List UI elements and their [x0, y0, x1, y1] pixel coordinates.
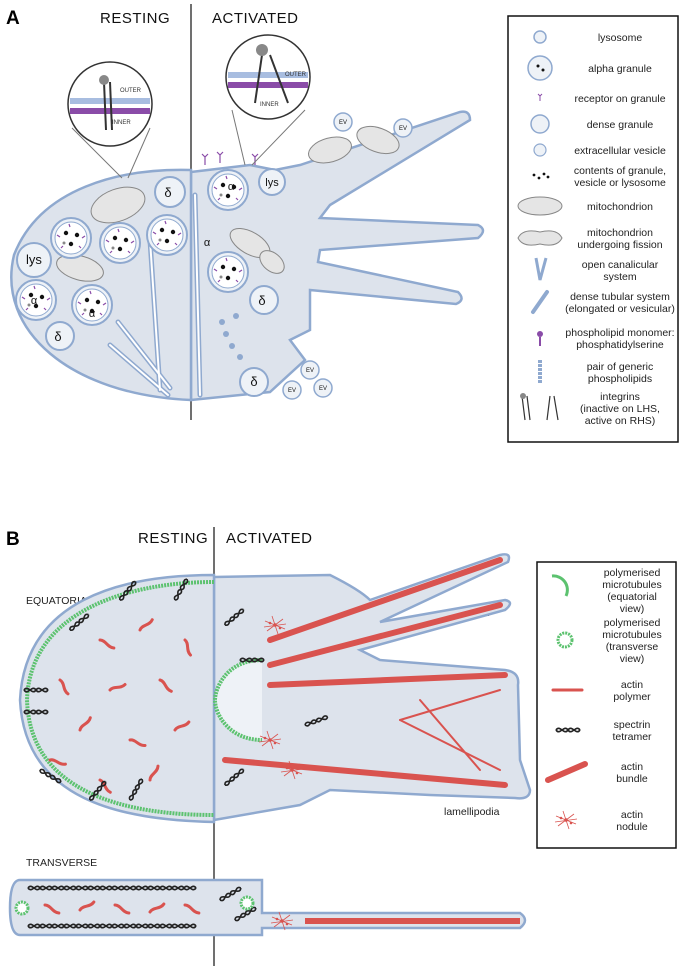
microtubule-cross-section	[14, 900, 30, 916]
ev-label: EV	[319, 386, 327, 392]
lysosome-a	[16, 242, 52, 278]
membrane-inset-activated	[225, 34, 311, 166]
legend-a-item: mitochondrion	[517, 196, 653, 216]
legend-a-text: alpha granule	[588, 63, 652, 75]
delta-label: δ	[164, 185, 171, 200]
granule-contents-icon	[532, 172, 550, 180]
legend-a-item: extracellular vesicle	[533, 143, 666, 157]
dense-granule-icon	[530, 114, 550, 134]
panel-a-activated-heading: ACTIVATED	[212, 10, 298, 27]
alpha-label: α	[89, 308, 96, 320]
microtubule-transverse-icon	[556, 631, 574, 649]
alpha-label: α	[228, 181, 235, 193]
inset-inner-label: INNER	[112, 120, 131, 126]
panel-b-activated-heading: ACTIVATED	[226, 530, 312, 547]
lamellipodia-label: lamellipodia	[444, 806, 500, 818]
receptor-icon	[537, 93, 543, 101]
surface-receptors	[201, 151, 259, 165]
lys-label: lys	[26, 252, 42, 267]
microtubule-equatorial-icon	[551, 574, 569, 597]
panel-a-label: A	[6, 8, 20, 29]
dense-tubular-system-icon	[531, 290, 549, 314]
actin-bundle-icon	[545, 761, 588, 783]
lys-label: lys	[265, 177, 279, 189]
legend-a-item: dense tubular system(elongated or vesicu…	[531, 290, 675, 315]
transverse-label: TRANSVERSE	[26, 857, 97, 869]
ev-label: EV	[339, 120, 347, 126]
legend-a-text: phospholipid monomer:phosphatidylserine	[565, 327, 674, 351]
legend-a-item: lysosome	[533, 30, 643, 44]
legend-a-text: extracellular vesicle	[574, 145, 666, 157]
ev-label: EV	[306, 368, 314, 374]
open-canalicular-system-icon	[534, 257, 548, 281]
lysosome-icon	[533, 30, 547, 44]
ev-label: EV	[288, 388, 296, 394]
membrane-inset-resting	[67, 61, 153, 179]
legend-a-text: dense granule	[587, 119, 654, 131]
phosphatidylserine-icon	[537, 331, 543, 346]
legend-a-text: lysosome	[598, 32, 643, 44]
legend-a-text: integrins(inactive on LHS,active on RHS)	[580, 391, 660, 427]
legend-a-item: receptor on granule	[537, 93, 666, 105]
alpha-label: α	[31, 295, 38, 307]
extracellular-vesicle-icon	[533, 143, 547, 157]
microtubule-cross-section	[239, 895, 255, 911]
legend-a-text: dense tubular system(elongated or vesicu…	[565, 291, 675, 315]
panel-b-resting-heading: RESTING	[138, 530, 208, 547]
delta-label: δ	[258, 293, 265, 308]
legend-a-item: phospholipid monomer:phosphatidylserine	[537, 327, 675, 351]
legend-a-text: receptor on granule	[574, 93, 665, 105]
mitochondria-a	[56, 125, 400, 282]
inset-inner-label: INNER	[260, 102, 279, 108]
lysosome-a	[258, 168, 286, 196]
legend-a: lysosome alpha granule receptor on granule…	[517, 30, 675, 427]
ev-label: EV	[399, 126, 407, 132]
legend-a-text: contents of granule,vesicle or lysosome	[574, 165, 666, 189]
delta-label: δ	[54, 329, 61, 344]
resting-platelet-b	[18, 573, 216, 824]
legend-b-box	[536, 561, 677, 849]
mitochondrion-icon	[517, 196, 563, 216]
extracellular-vesicles-a	[282, 112, 413, 400]
legend-a-item: dense granule	[530, 114, 654, 134]
dense-granules-a	[45, 176, 279, 397]
panel-b-label: B	[6, 529, 20, 550]
delta-label: δ	[250, 374, 257, 389]
integrin-icon	[520, 393, 559, 421]
legend-a-item: contents of granule,vesicle or lysosome	[532, 165, 666, 189]
legend-a-item: integrins(inactive on LHS,active on RHS)	[520, 391, 660, 427]
microtubule-ring-activated	[212, 658, 263, 742]
inset-outer-label: OUTER	[120, 88, 142, 94]
actin-bundles-b	[222, 557, 508, 788]
panel-a-resting-heading: RESTING	[100, 10, 170, 27]
legend-a-box	[507, 15, 679, 443]
alpha-granule-icon	[527, 55, 553, 81]
inset-outer-label: OUTER	[285, 72, 307, 78]
dense-tubular-vesicles-a	[219, 313, 243, 360]
legend-a-text: mitochondrion	[587, 201, 653, 213]
legend-a-item: alpha granule	[527, 55, 652, 81]
alpha-label: α	[204, 237, 211, 249]
mitochondrion-fission-icon	[517, 230, 563, 246]
